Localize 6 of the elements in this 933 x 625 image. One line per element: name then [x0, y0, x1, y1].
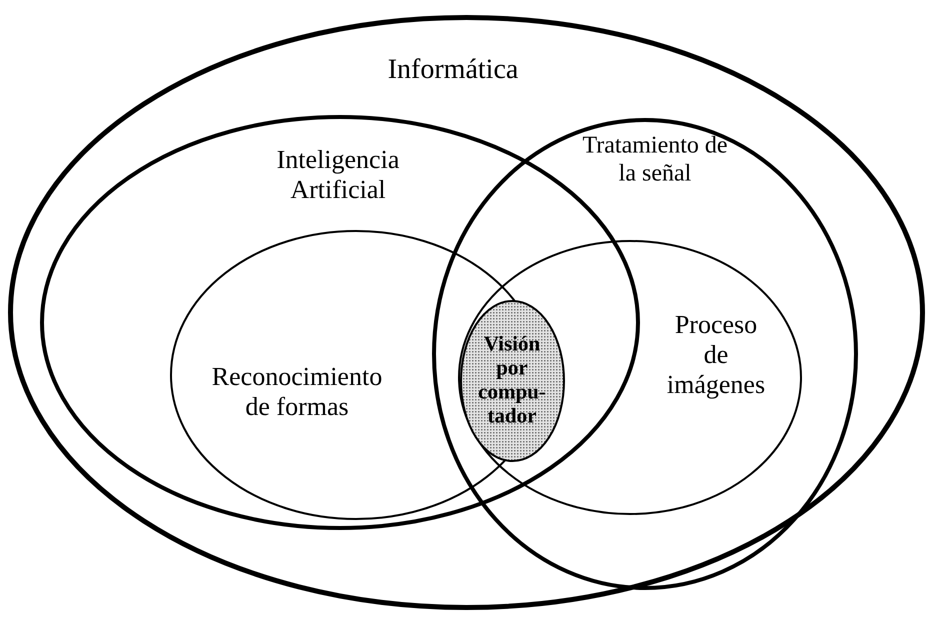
set-label: Inteligencia Artificial: [276, 145, 400, 205]
set-label: Reconocimiento de formas: [210, 362, 384, 422]
set-label: Informática: [386, 54, 520, 86]
set-label: Proceso de imágenes: [666, 310, 766, 400]
set-label: Visión por compu- tador: [477, 332, 547, 428]
set-label: Tratamiento de la señal: [581, 132, 729, 188]
